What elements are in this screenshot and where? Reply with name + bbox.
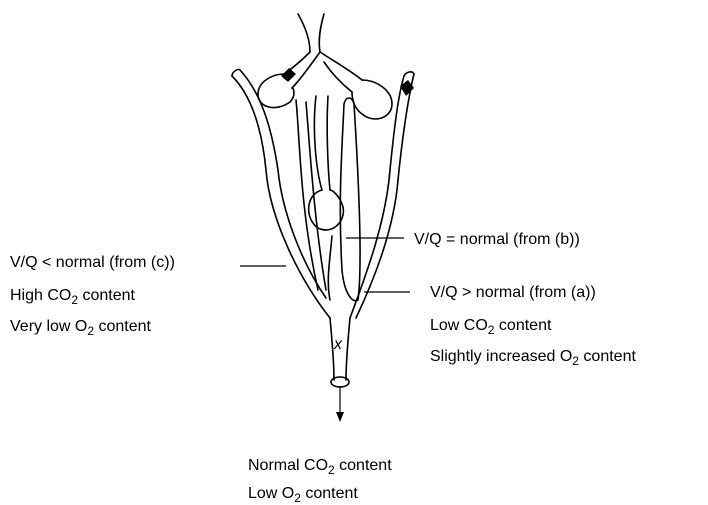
right-inner-capillary: [340, 98, 360, 301]
right-label-o2: Slightly increased O2 content: [430, 348, 636, 368]
bottom-label-o2: Low O2 content: [248, 485, 358, 505]
flow-arrow-head: [336, 412, 344, 422]
bottom-label: Normal CO2 content Low O2 content: [248, 457, 392, 505]
bottom-label-co2: Normal CO2 content: [248, 457, 392, 477]
right-vessel-top: [404, 72, 414, 76]
right-bronchus: [320, 52, 362, 92]
middle-label-vq: V/Q = normal (from (b)): [414, 231, 580, 248]
right-label: V/Q > normal (from (a)) Low CO2 content …: [430, 284, 636, 368]
left-vessel-top: [232, 69, 240, 76]
vein-opening: [331, 377, 349, 387]
right-label-vq: V/Q > normal (from (a)): [430, 284, 596, 301]
left-label-vq: V/Q < normal (from (c)): [10, 254, 175, 271]
middle-capillary: [328, 236, 332, 300]
central-airway: [314, 96, 330, 190]
right-label-co2: Low CO2 content: [430, 317, 552, 337]
junction-label: x: [333, 336, 343, 353]
left-label: V/Q < normal (from (c)) High CO2 content…: [10, 254, 175, 338]
left-label-o2: Very low O2 content: [10, 318, 152, 338]
left-airway-block: [281, 68, 296, 82]
right-alveolus: [352, 80, 392, 119]
left-inner-capillary: [296, 100, 326, 290]
lung-vessel-illustration: [232, 14, 414, 422]
left-label-co2: High CO2 content: [10, 287, 136, 307]
trachea: [298, 14, 324, 52]
